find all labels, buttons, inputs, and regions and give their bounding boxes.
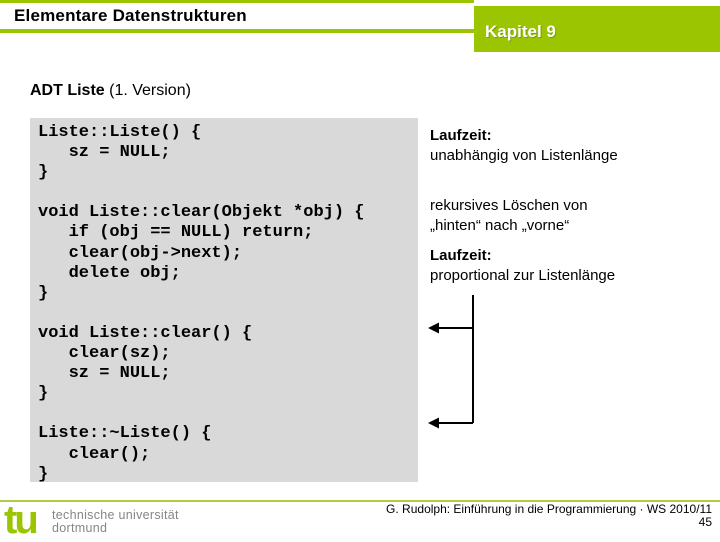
chapter-label: Kapitel 9 — [485, 22, 556, 41]
tu-logo-line2: dortmund — [52, 521, 108, 535]
page-title: Elementare Datenstrukturen — [14, 6, 247, 25]
annotation-text: rekursives Löschen von — [430, 197, 588, 214]
code-text: Liste::Liste() { sz = NULL; } void Liste… — [38, 123, 365, 484]
page-number: 45 — [698, 515, 712, 529]
annotation-text: „hinten“ nach „vorne“ — [430, 217, 570, 234]
annotation-runtime-constructor: Laufzeit: unabhängig von Listenlänge — [430, 126, 715, 166]
section-heading: ADT Liste (1. Version) — [30, 82, 191, 100]
section-heading-bold: ADT Liste — [30, 82, 105, 99]
tu-dortmund-logo-icon: tu — [4, 498, 39, 542]
header-title-band: Elementare Datenstrukturen — [0, 0, 474, 33]
footer-divider — [0, 500, 720, 502]
chapter-badge: Kapitel 9 — [474, 6, 720, 52]
tu-logo-line1: technische universität — [52, 508, 179, 522]
annotation-text: unabhängig von Listenlänge — [430, 147, 618, 164]
code-block: Liste::Liste() { sz = NULL; } void Liste… — [30, 118, 418, 484]
credit-text: G. Rudolph: Einführung in die Programmie… — [386, 502, 712, 516]
annotation-runtime-clear: Laufzeit: proportional zur Listenlänge — [430, 246, 715, 286]
tu-logo-text: technische universität dortmund — [52, 509, 179, 535]
section-heading-rest: (1. Version) — [104, 82, 191, 99]
annotation-title: Laufzeit: — [430, 127, 492, 144]
annotation-title: Laufzeit: — [430, 247, 492, 264]
left-arrowhead-icon — [428, 417, 439, 429]
runtime-arrow-connector — [428, 295, 474, 429]
annotation-recursive-delete: rekursives Löschen von „hinten“ nach „vo… — [430, 196, 715, 236]
left-arrowhead-icon — [428, 322, 439, 334]
footer-credit: G. Rudolph: Einführung in die Programmie… — [386, 503, 712, 529]
annotation-text: proportional zur Listenlänge — [430, 267, 616, 284]
